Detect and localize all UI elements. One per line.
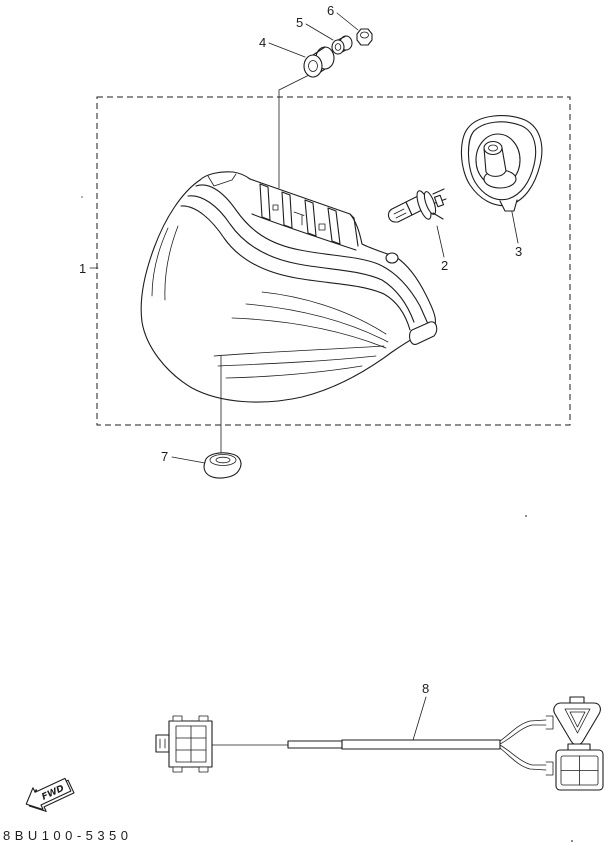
grommet-rim [209,454,237,466]
connector-tab [569,696,585,704]
arrow-face [25,777,72,811]
callout-6: 6 [327,3,334,18]
lens-line [231,317,387,349]
upper-terminal [545,715,554,730]
lower-terminal [545,761,554,776]
part-6-grommet [356,28,373,46]
part-8-wire-harness [155,696,604,791]
grommet-hole [215,456,231,464]
harness-branch-lower [499,744,547,771]
cover-tab [499,199,518,212]
cap-front-face [331,39,345,55]
socket-opening-inner [488,144,498,152]
upper-mount-ear [385,252,399,264]
leader-4-to-housing [278,74,310,189]
drawing-code: 8BU100-5350 [3,828,128,843]
bracket-rib [327,207,341,245]
left-connector-body [168,720,213,768]
leader-3 [510,206,519,244]
connector-tab [567,743,591,751]
grommet-front-face [303,54,323,78]
forward-arrow-icon: FWD [25,777,75,812]
bezel-rim-line [195,184,429,325]
bracket-tee [293,211,305,226]
callout-8: 8 [422,681,429,696]
left-connector-latch [172,715,183,722]
bracket-rib [259,183,271,221]
lens-line [245,303,389,343]
part-2-bulb [387,188,447,223]
callout-3: 3 [515,244,522,259]
socket-opening [483,140,503,156]
left-connector-latch [172,766,183,773]
cap-hole [334,43,342,51]
bracket-side-face [349,213,359,247]
connector-cavity [569,711,586,728]
scan-speck [571,840,573,842]
bracket-rib [281,191,293,229]
callout-1: 1 [79,261,86,276]
connector-inner-frame [564,708,591,734]
socket-tube [483,147,507,177]
bracket-lower-edge [251,213,357,251]
callout-4: 4 [259,35,266,50]
callout-5: 5 [296,15,303,30]
left-connector-tab [155,734,170,753]
grommet-hole [360,31,369,39]
grommet-outline [356,28,373,46]
bracket-slot [272,204,279,211]
leader-4 [268,42,306,58]
bracket-rib [304,199,317,237]
part-4-grommet [303,46,335,78]
leader-lines [89,12,519,741]
lower-mount-ear [408,321,438,345]
lens-line [217,355,377,367]
bezel-top-corner [199,171,251,181]
bulb-terminal-block [433,194,445,208]
harness-sleeve-short [287,740,343,749]
leader-7 [171,456,206,464]
lens-edge-line [180,205,411,331]
bulb-glass-marks [393,208,407,219]
lens-line [151,227,169,297]
left-connector-latch [198,715,209,722]
callout-2: 2 [441,258,448,273]
left-connector-latch [198,766,209,773]
lower-right-connector [555,743,604,791]
bracket-slot [318,223,326,231]
leader-8 [412,696,427,741]
mounting-bracket [251,183,359,251]
lens-line [213,345,385,357]
leader-2 [436,225,445,258]
scan-speck [81,196,83,198]
lens-line [225,365,363,379]
cover-inner-rim [467,121,537,201]
left-connector-tab-ribs [159,738,166,749]
harness-sleeve-long [341,739,501,750]
lens-line [261,291,387,335]
scan-speck [525,515,527,517]
part-3-bulb-cover [460,115,543,212]
leader-5 [305,23,334,41]
lens-line [164,225,179,301]
bezel-rim-line [187,195,415,323]
grommet-hole [308,60,318,72]
upper-right-connector [553,696,601,746]
harness-branch-upper [499,719,547,745]
headlight-unit [140,171,438,403]
left-connector-grid [175,725,207,763]
leader-6 [336,12,359,31]
lens-outer-contour [140,179,434,403]
part-7-grommet [203,452,242,479]
bezel-corner-tab [207,173,237,187]
lens-pattern [151,225,389,379]
part-5-cap [331,35,353,55]
connector-cavity-grid [560,755,599,786]
callout-7: 7 [161,449,168,464]
